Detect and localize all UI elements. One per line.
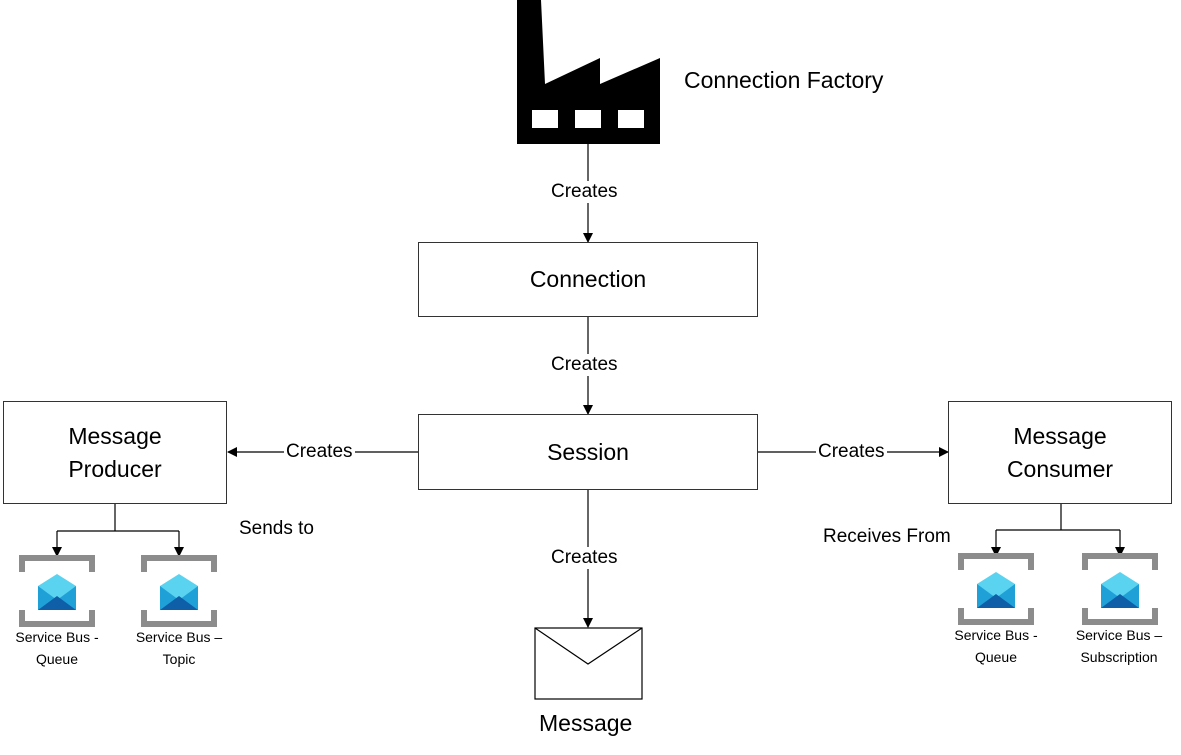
producer-target-queue-line2: Queue <box>35 651 79 667</box>
producer-branch-connector <box>52 503 184 557</box>
producer-box: Message Producer <box>3 401 227 504</box>
consumer-source-queue-line2: Queue <box>974 649 1018 665</box>
edge-label-factory-connection: Creates <box>549 181 620 203</box>
consumer-label-line1: Message <box>1013 422 1107 449</box>
consumer-source-queue-line1: Service Bus - <box>954 627 1038 643</box>
edge-label-connection-session: Creates <box>549 354 620 376</box>
producer-target-topic-line2: Topic <box>162 651 196 667</box>
producer-target-topic-label: Service Bus – Topic <box>124 626 234 670</box>
consumer-box: Message Consumer <box>948 401 1172 504</box>
connection-box: Connection <box>418 242 758 317</box>
edge-label-session-message: Creates <box>549 547 620 569</box>
session-label: Session <box>547 438 629 465</box>
consumer-source-subscription-line1: Service Bus – <box>1075 627 1163 643</box>
factory-icon <box>517 0 660 144</box>
producer-label-line2: Producer <box>68 455 162 482</box>
consumer-source-queue-label: Service Bus - Queue <box>941 624 1051 668</box>
producer-label-line1: Message <box>68 422 162 449</box>
service-bus-icon <box>1082 553 1158 625</box>
producer-target-queue-line1: Service Bus - <box>15 629 99 645</box>
consumer-label-line2: Consumer <box>1006 455 1114 482</box>
service-bus-icon <box>141 555 217 627</box>
consumer-source-subscription-label: Service Bus – Subscription <box>1060 624 1178 668</box>
producer-target-queue-label: Service Bus - Queue <box>2 626 112 670</box>
consumer-source-subscription-line2: Subscription <box>1080 649 1158 665</box>
edge-label-session-consumer: Creates <box>816 441 887 463</box>
receives-from-label: Receives From <box>823 526 951 547</box>
producer-target-topic-line1: Service Bus – <box>135 629 223 645</box>
consumer-branch-connector <box>991 503 1125 557</box>
message-label: Message <box>539 710 633 736</box>
service-bus-icon <box>958 553 1034 625</box>
service-bus-icon <box>19 555 95 627</box>
envelope-icon <box>534 627 643 700</box>
factory-label: Connection Factory <box>684 67 884 93</box>
edge-label-session-producer: Creates <box>284 441 355 463</box>
connection-label: Connection <box>529 266 647 292</box>
sends-to-label: Sends to <box>239 518 314 539</box>
session-box: Session <box>418 414 758 490</box>
